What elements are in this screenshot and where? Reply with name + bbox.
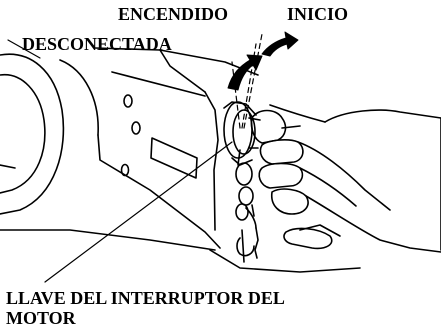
inicio-label: INICIO	[287, 4, 349, 24]
key-switch-label-line2: MOTOR	[6, 308, 76, 328]
bolt-holes	[120, 94, 141, 177]
hand	[250, 104, 441, 253]
desconectada-label: DESCONECTADA	[22, 34, 172, 54]
key-switch-label-line1: LLAVE DEL INTERRUPTOR DEL	[6, 288, 285, 308]
encendido-arrow-icon	[227, 54, 263, 91]
position-guide-lines	[231, 33, 263, 129]
encendido-label: ENCENDIDO	[118, 4, 229, 24]
key-with-chain	[235, 149, 259, 263]
ignition-switch	[223, 101, 261, 166]
inicio-arrow-icon	[261, 31, 299, 57]
engine-housing	[0, 47, 361, 273]
callout-lines	[7, 39, 233, 283]
name-plate	[150, 137, 198, 179]
rotation-arrows	[227, 31, 299, 91]
